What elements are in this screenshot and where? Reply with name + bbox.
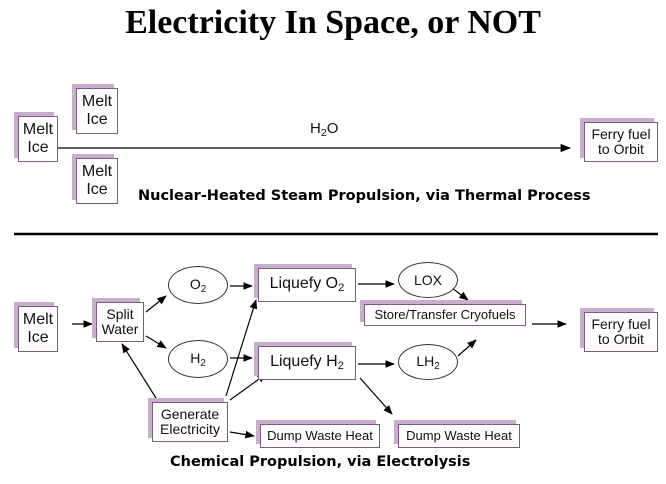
arrow-split-to-h2 [145,335,167,349]
split-water-box: Split Water [96,302,144,342]
nuclear-caption: Nuclear-Heated Steam Propulsion, via The… [138,188,591,204]
melt-ice-box-chemical: Melt Ice [18,306,58,352]
arrow-split-to-o2 [145,295,167,313]
arrow-lh2-to-store [457,339,477,357]
melt-ice-box-left: Melt Ice [18,116,58,162]
liquefy-o2-box: Liquefy O2 [258,268,356,302]
chemical-caption: Chemical Propulsion, via Electrolysis [170,454,471,470]
ferry-fuel-box-bottom: Ferry fuel to Orbit [584,312,658,352]
o2-oval: O2 [168,266,228,304]
liquefy-h2-box: Liquefy H2 [258,346,356,380]
ferry-fuel-box-top: Ferry fuel to Orbit [584,122,658,162]
arrow-gen-to-split [121,343,157,399]
lox-oval: LOX [398,262,458,298]
h2o-flow-label: H2O [310,120,339,139]
generate-electricity-box: Generate Electricity [152,402,228,442]
arrow-gen-to-dump1 [229,430,255,439]
arrow-lox-to-store [451,287,469,301]
dump-waste-heat-box-1: Dump Waste Heat [260,424,380,448]
page-title: Electricity In Space, or NOT [125,4,541,41]
arrow-liquefy-h2-to-dump2 [359,377,393,415]
melt-ice-box-bottom: Melt Ice [76,158,118,204]
melt-ice-box-top: Melt Ice [76,88,118,134]
store-transfer-cryofuels-box: Store/Transfer Cryofuels [364,304,526,326]
h2-oval: H2 [168,340,228,378]
lh2-oval: LH2 [398,344,458,380]
arrow-gen-to-liquefy-o2 [225,299,258,397]
dump-waste-heat-box-2: Dump Waste Heat [398,424,520,448]
